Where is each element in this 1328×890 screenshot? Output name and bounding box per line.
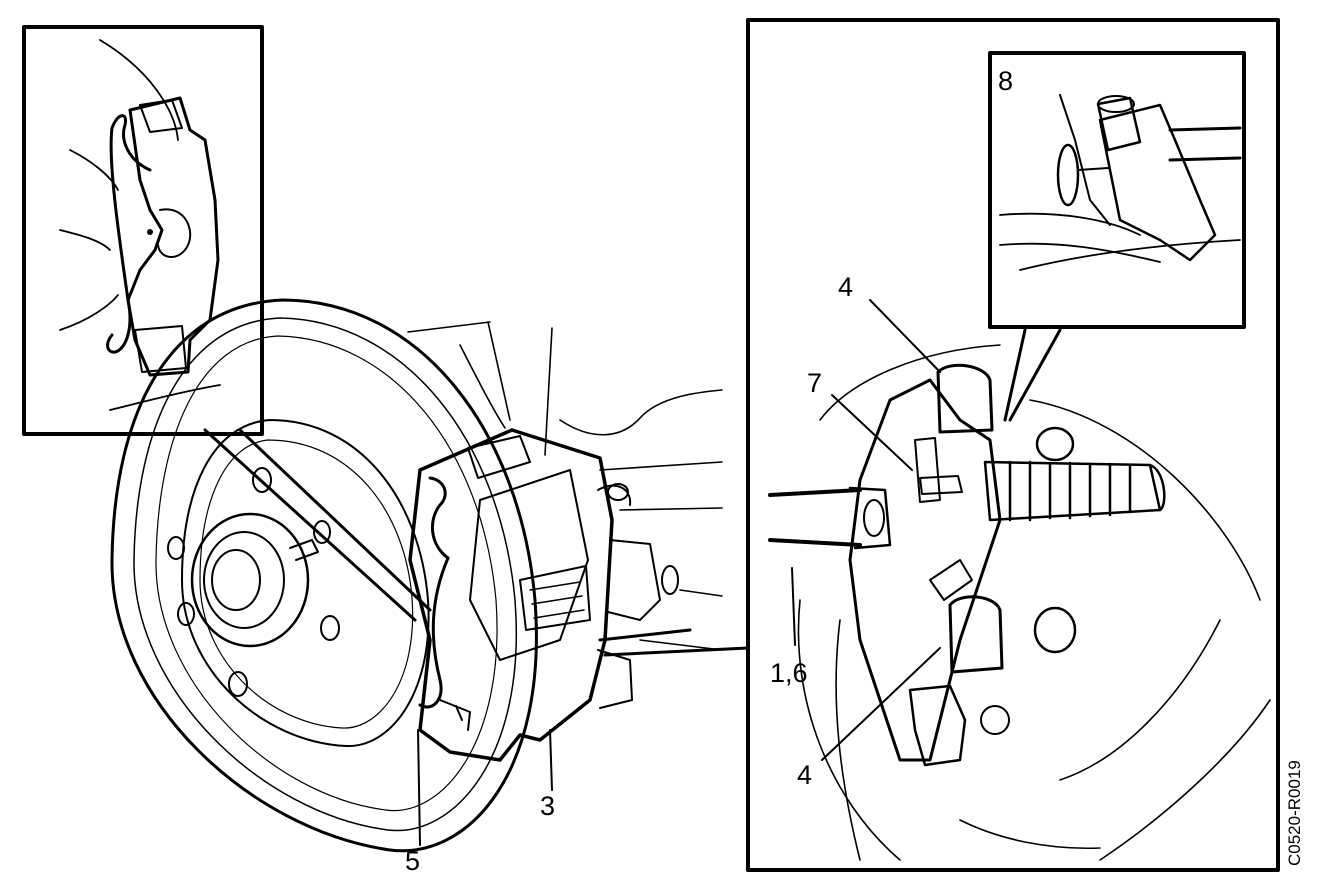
caliper-body-detail [848,363,1077,767]
callout-4-bottom: 4 [797,760,812,790]
leader-4-top [869,299,941,373]
guide-boot [983,460,1166,522]
pad-retaining-spring [418,476,450,709]
leader-3 [549,729,553,791]
callout-7: 7 [807,368,822,398]
main-view [110,298,723,853]
leader-5 [417,729,421,846]
pad-detail-inset [22,25,264,436]
inset-leader-8 [1003,328,1062,422]
bolt-detail-inset [988,51,1246,329]
callout-leaders [417,299,941,846]
leader-7 [831,394,913,471]
leader-1-6 [791,567,796,646]
callout-3: 3 [540,791,555,821]
inset-leader-right [598,628,750,657]
figure-code: C0520-R0019 [1285,760,1304,866]
callout-4-top: 4 [838,272,853,302]
leader-4-bottom [821,647,941,761]
inset-leader-left [203,428,432,622]
brake-hose [768,486,892,550]
suspension-lines [407,321,723,651]
caliper-detail-panel [598,18,1280,872]
callout-1-6: 1,6 [770,658,808,688]
brake-caliper [408,428,679,762]
wheel-hub [167,467,340,697]
callout-8: 8 [998,66,1013,96]
callout-5: 5 [405,846,420,876]
callout-labels: 5 3 4 4 7 8 1,6 [405,66,1013,876]
